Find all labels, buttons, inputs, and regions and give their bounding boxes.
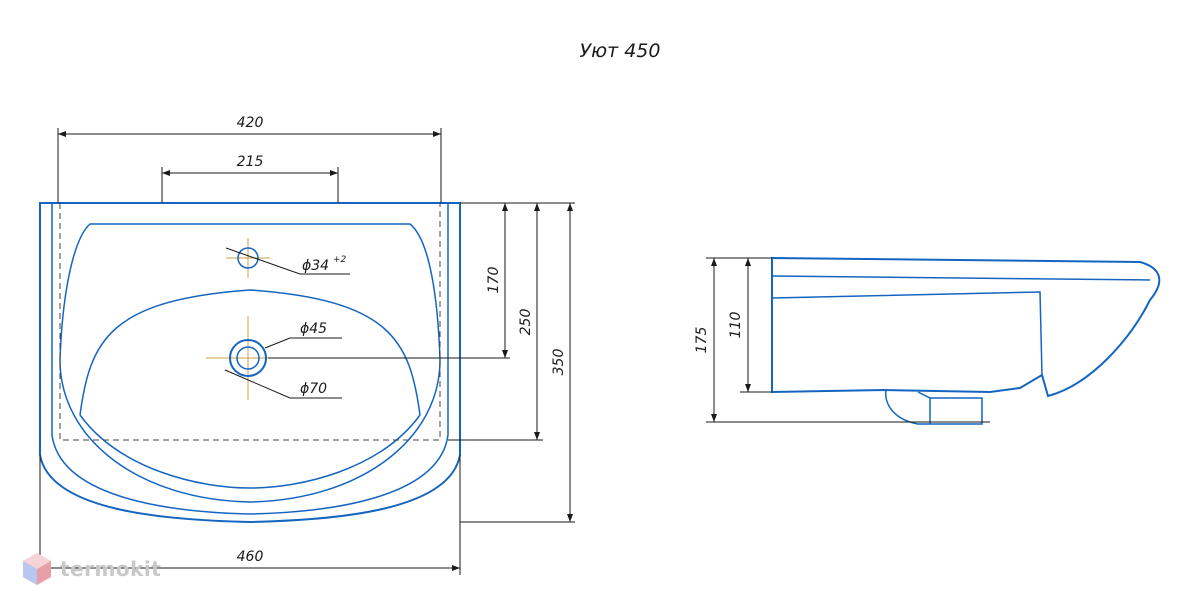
mount-hidden-lines (59, 203, 441, 441)
dim-tap-hole-tolerance: +2 (333, 255, 347, 265)
dim-drain-outer: ϕ70 (300, 381, 327, 397)
side-inner-bowl (771, 291, 1043, 376)
dim-drain-inner: ϕ45 (300, 321, 327, 337)
side-drain (885, 389, 983, 425)
side-outline (771, 256, 1161, 398)
bowl-bottom (79, 414, 421, 489)
dim-460: 460 (237, 549, 264, 565)
drain-outer (229, 339, 267, 377)
dim-170: 170 (486, 267, 502, 294)
brand-watermark: termokit (22, 552, 161, 586)
brand-name: termokit (60, 557, 162, 581)
dim-350: 350 (551, 349, 567, 376)
brand-logo-icon (23, 553, 51, 585)
top-view: 420 215 ϕ34 +2 ϕ45 ϕ70 170 250 350 460 (39, 115, 575, 575)
tap-hole (237, 247, 259, 269)
dim-110: 110 (728, 312, 744, 339)
dim-175: 175 (694, 327, 710, 354)
sink-rim-outline (51, 203, 449, 515)
side-view: 175 110 (694, 256, 1161, 425)
dim-250: 250 (518, 309, 534, 336)
dim-215: 215 (237, 154, 264, 170)
sink-outer-outline (39, 202, 461, 524)
dim-420: 420 (237, 115, 264, 131)
basin-rim (59, 223, 441, 503)
drawing-title: Уют 450 (579, 40, 661, 62)
dim-tap-hole: ϕ34 (302, 258, 329, 274)
bowl-outline (79, 289, 421, 416)
drain-inner (236, 346, 260, 370)
